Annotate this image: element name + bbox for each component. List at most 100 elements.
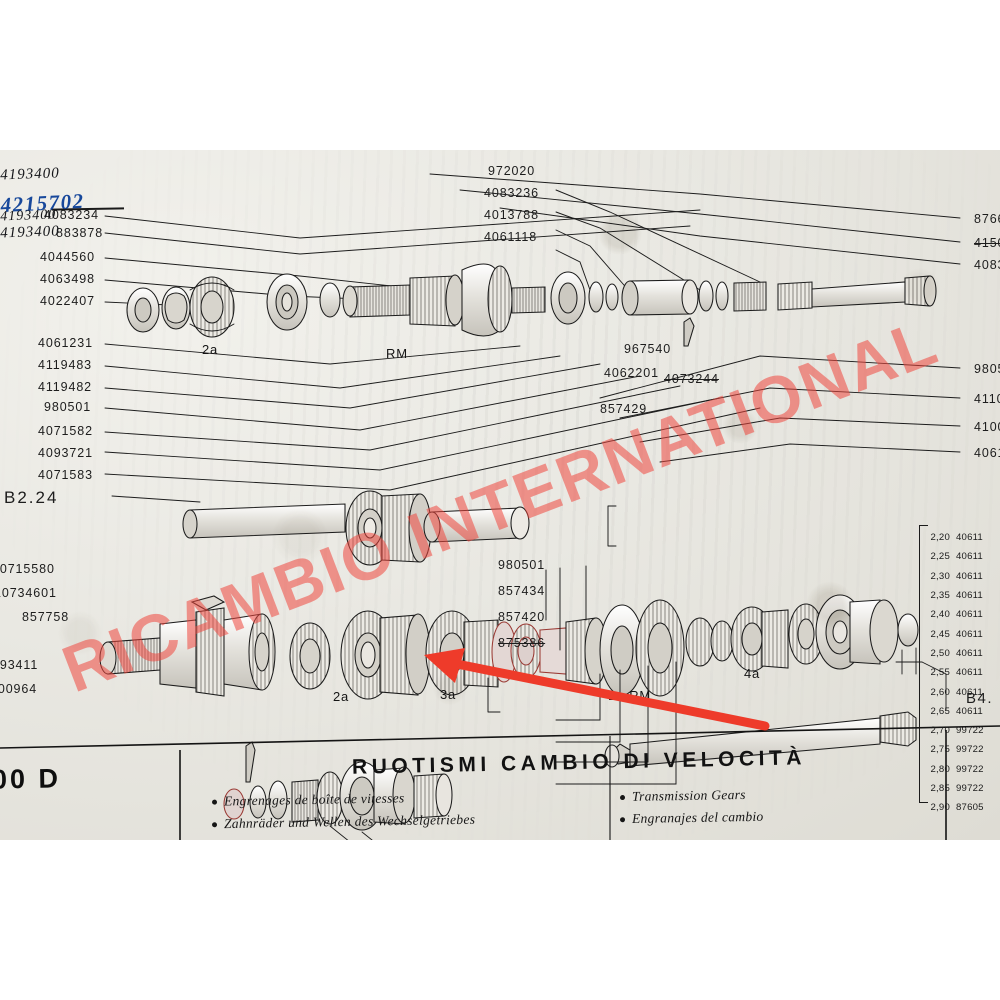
- shim-part-number: 40611: [956, 628, 983, 640]
- shim-part-number: 99722: [956, 744, 984, 756]
- scanned-catalogue-page: 4083234 883878 4044560 4063498 4022407 4…: [0, 150, 1000, 840]
- shim-thickness: 2,60: [930, 686, 950, 698]
- shim-thickness: 2,70: [930, 725, 950, 737]
- shim-part-number: 40611: [956, 705, 983, 717]
- table-row: 2,40 40611: [926, 605, 1000, 624]
- subtitle-es: Engranajes del cambio: [619, 808, 764, 828]
- part-label-right-6: 4061: [974, 446, 1000, 460]
- part-label-left-7: 4119482: [38, 380, 93, 394]
- bullet-icon: [211, 822, 218, 828]
- table-row: 2,75 99722: [926, 740, 1000, 759]
- gear-callout-4a: 4a: [744, 666, 761, 681]
- shim-thickness: 2,40: [930, 609, 950, 621]
- part-label-center-3: 857429: [600, 402, 648, 416]
- shim-thickness: 2,45: [930, 628, 950, 640]
- part-label-left-14: 10734601: [0, 586, 57, 600]
- shim-thickness: 2,80: [930, 763, 950, 775]
- table-row: 2,45 40611: [926, 624, 1000, 643]
- part-label-right-3: 98050: [974, 362, 1000, 376]
- model-code: 00 D: [0, 763, 62, 795]
- part-label-center-1: 4062201: [604, 366, 659, 380]
- shim-part-number: 87605: [956, 802, 984, 814]
- shim-part-number: 99722: [956, 783, 984, 794]
- gear-callout-3a: 3a: [440, 687, 457, 702]
- part-label-center-7: 875386: [498, 636, 546, 650]
- bullet-icon: [211, 799, 218, 806]
- shim-part-number: 40611: [956, 551, 983, 563]
- part-label-left-4: 4022407: [40, 294, 95, 308]
- gear-callout-1a-rm: 1a-RM: [608, 688, 652, 703]
- bullet-icon: [619, 817, 626, 823]
- subtitle-fr: Engrenages de boîte de vitesses: [211, 790, 405, 809]
- part-label-right-2: 40832: [974, 258, 1000, 272]
- shim-part-number: 40611: [956, 647, 983, 659]
- shim-thickness: 2,35: [930, 590, 950, 602]
- table-row: 2,35 40611: [926, 586, 1000, 605]
- part-label-left-1: 883878: [56, 226, 104, 240]
- shim-part-number: 40611: [956, 686, 983, 698]
- shim-thickness: 2,75: [930, 744, 950, 756]
- title-band: 00 D RUOTISMI CAMBIO DI VELOCITÀ Engrena…: [0, 746, 1000, 840]
- gear-callout-2a: 2a: [333, 689, 350, 704]
- shim-part-number: 40611: [956, 570, 983, 582]
- part-label-left-10: 4093721: [38, 446, 93, 460]
- exploded-parts-drawing: [0, 173, 1000, 840]
- subtitle-en-text: Transmission Gears: [631, 786, 746, 804]
- shim-thickness: 2,50: [930, 647, 950, 659]
- table-row: 2,90 87605: [926, 798, 1000, 817]
- part-label-left-15: 857758: [22, 610, 70, 624]
- shim-thickness: 2,25: [930, 551, 950, 563]
- part-label-right-1: 41505: [974, 236, 1000, 250]
- part-label-left-2: 4044560: [40, 250, 95, 264]
- part-label-left-6: 4119483: [38, 358, 93, 372]
- subtitle-fr-text: Engrenages de boîte de vitesses: [223, 790, 405, 809]
- shim-part-number: 99722: [956, 763, 984, 775]
- subtitle-de: Zahnräder und Wellen des Wechselgetriebe…: [211, 811, 476, 833]
- table-row: 2,65 40611: [926, 702, 1000, 721]
- shim-thickness: 2,55: [930, 667, 950, 679]
- shim-part-number: 40611: [956, 590, 983, 602]
- shim-part-number: 40611: [956, 532, 983, 544]
- table-row: 2,80 99722: [926, 760, 1000, 779]
- shim-thickness: 2,90: [930, 802, 950, 814]
- table-row: 2,25 40611: [926, 547, 1000, 566]
- table-row: 2,85 99722: [926, 779, 1000, 798]
- table-row: 2,20 40611: [926, 528, 1000, 547]
- shim-thickness-table: 2,20 40611 2,25 40611 2,30 40611 2,35 40…: [919, 525, 1000, 813]
- subtitle-en: Transmission Gears: [619, 786, 746, 805]
- shim-thickness: 2,20: [930, 532, 950, 544]
- subtitle-de-text: Zahnräder und Wellen des Wechselgetriebe…: [223, 811, 476, 832]
- part-label-left-16: 793411: [0, 658, 39, 672]
- table-row: 2,50 40611: [926, 644, 1000, 663]
- part-label-left-5: 4061231: [38, 336, 93, 350]
- part-label-left-9: 4071582: [38, 424, 93, 438]
- gear-callout-2a-top: 2a: [202, 342, 219, 357]
- part-label-topc-3: 4061118: [484, 230, 538, 244]
- table-row: 2,55 40611: [926, 663, 1000, 682]
- part-label-center-0: 967540: [624, 342, 672, 356]
- shim-thickness: 2,30: [930, 570, 950, 582]
- gear-callout-rm: RM: [386, 346, 408, 361]
- part-label-center-4: 980501: [498, 558, 546, 572]
- table-row: 2,60 40611: [926, 682, 1000, 701]
- table-bracket: [919, 525, 928, 803]
- part-label-left-3: 4063498: [40, 272, 95, 286]
- shim-part-number: 40611: [956, 667, 983, 679]
- plate-ref-right: B4.: [966, 690, 994, 707]
- part-label-left-0: 4083234: [44, 208, 99, 222]
- shim-part-number: 99722: [956, 725, 984, 737]
- part-label-left-11: 4071583: [38, 468, 93, 482]
- table-row: 2,70 99722: [926, 721, 1000, 740]
- part-label-center-6: 857420: [498, 610, 546, 624]
- subtitle-es-text: Engranajes del cambio: [631, 808, 764, 827]
- part-label-right-5: 41009: [974, 420, 1000, 434]
- part-label-topc-2: 4013788: [484, 208, 539, 222]
- part-label-right-0: 87664: [974, 212, 1000, 226]
- part-label-left-8: 980501: [44, 400, 92, 414]
- shim-part-number: 40611: [956, 609, 983, 621]
- part-label-topc-0: 972020: [488, 164, 536, 178]
- bullet-icon: [619, 795, 626, 801]
- shim-thickness: 2,65: [930, 705, 950, 717]
